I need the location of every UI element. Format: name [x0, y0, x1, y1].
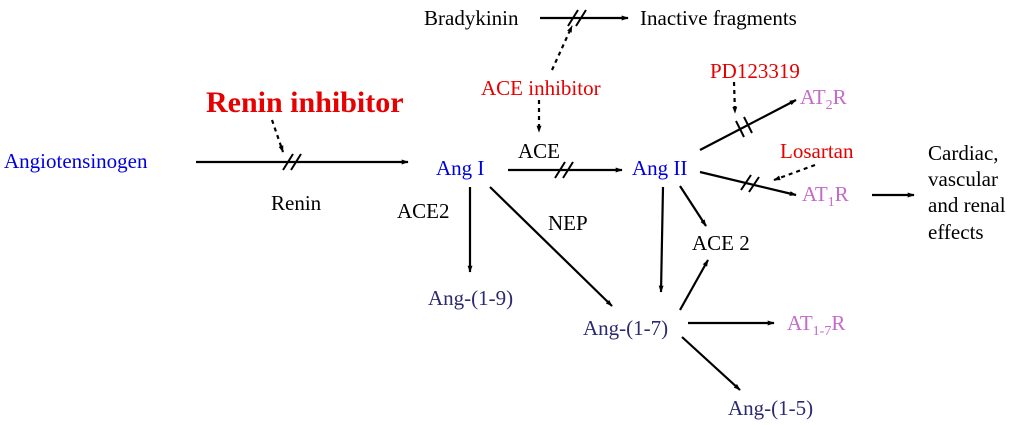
nep-label: NEP — [548, 211, 588, 235]
at1r-block-mark — [740, 174, 760, 193]
ang1-7-to-ace2-arrow — [679, 259, 709, 311]
renin-label: Renin — [271, 191, 322, 215]
ang1-5-label: Ang-(1-5) — [728, 396, 813, 420]
renin-block-mark — [282, 153, 302, 171]
inactive-fragments-label: Inactive fragments — [640, 6, 797, 30]
ang1-7-to-ang1-5-arrow — [681, 336, 741, 391]
effects-line-4: effects — [928, 220, 984, 244]
at2r-block-mark — [735, 116, 753, 138]
effects-line-2: vascular — [928, 167, 998, 191]
bradykinin-block-mark — [567, 9, 587, 27]
angiotensinogen-label: Angiotensinogen — [4, 149, 148, 173]
renin-inhibitor-label: Renin inhibitor — [206, 86, 404, 119]
pd123319-label: PD123319 — [710, 59, 800, 83]
ace-inhibitor-label: ACE inhibitor — [481, 76, 601, 100]
bradykinin-label: Bradykinin — [424, 6, 519, 30]
ang2-to-ace2-arrow — [679, 185, 707, 227]
losartan-label: Losartan — [780, 139, 854, 163]
renin-inhibitor-dashed-arrow — [270, 119, 285, 153]
pd123319-dashed-arrow — [732, 81, 738, 114]
ang1-to-ang1-7-arrow — [489, 186, 613, 307]
at1r-label: AT1R — [802, 182, 849, 210]
ace-block-mark — [554, 161, 574, 179]
at2r-label: AT2R — [800, 85, 847, 113]
ace2-left-label: ACE2 — [397, 199, 450, 223]
ang2-label: Ang II — [632, 156, 687, 180]
ace2-right-label: ACE 2 — [692, 231, 750, 255]
ang1-7-label: Ang-(1-7) — [583, 316, 668, 340]
ang1-label: Ang I — [436, 156, 484, 180]
ace-inhibitor-to-bradykinin-dashed-arrow — [550, 25, 574, 71]
ang1-9-label: Ang-(1-9) — [428, 286, 513, 310]
losartan-dashed-arrow — [773, 163, 816, 182]
ang2-to-at1r-arrow — [699, 170, 797, 197]
at17r-label: AT1-7R — [787, 311, 845, 339]
effects-line-1: Cardiac, — [928, 141, 999, 165]
ace-label: ACE — [518, 139, 560, 163]
effects-line-3: and renal — [928, 193, 1006, 217]
ang2-to-ang1-7-arrow — [658, 186, 665, 293]
